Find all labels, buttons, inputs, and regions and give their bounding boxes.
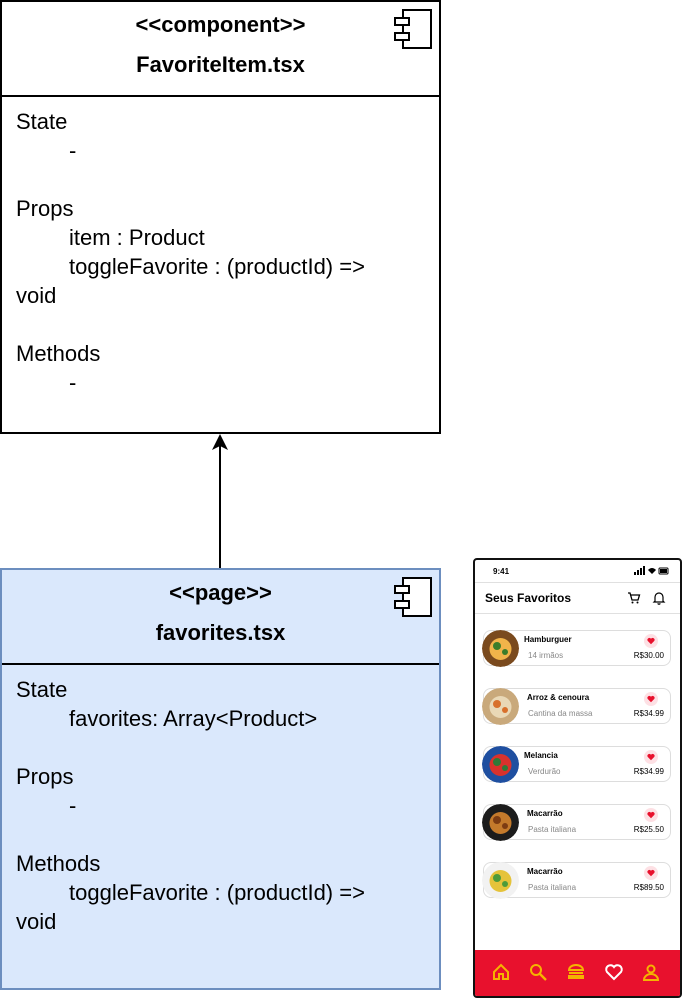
- heart-icon: [647, 869, 655, 877]
- product-price: R$25.50: [633, 825, 664, 834]
- bell-icon[interactable]: [652, 591, 666, 605]
- props-line-3: void: [16, 283, 57, 308]
- phone-header: Seus Favoritos: [475, 582, 680, 614]
- favorite-toggle[interactable]: [644, 634, 658, 648]
- home-icon[interactable]: [491, 962, 511, 982]
- store-name: Pasta italiana: [528, 883, 577, 892]
- product-name: Macarrão: [527, 867, 563, 876]
- product-thumbnail: [482, 804, 519, 841]
- favorites-page-box: <<page>> favorites.tsx State favorites: …: [0, 568, 441, 990]
- state-value: favorites: Array<Product>: [69, 706, 318, 731]
- product-price: R$34.99: [633, 767, 664, 776]
- product-name: Macarrão: [527, 809, 563, 818]
- page-title: Seus Favoritos: [485, 591, 572, 605]
- methods-label: Methods: [16, 851, 101, 876]
- cart-icon[interactable]: [627, 591, 641, 605]
- component-stereotype: <<component>>: [135, 12, 306, 37]
- product-price: R$34.99: [633, 709, 664, 718]
- page-name: favorites.tsx: [155, 620, 286, 645]
- props-line-2: toggleFavorite : (productId) =>: [69, 254, 365, 279]
- favorite-item-component-box: <<component>> FavoriteItem.tsx State - P…: [0, 0, 441, 434]
- store-name: Cantina da massa: [528, 709, 593, 718]
- product-thumbnail: [482, 746, 519, 783]
- props-label: Props: [16, 196, 74, 221]
- props-value: -: [69, 793, 77, 818]
- page-body: State favorites: Array<Product> Props - …: [16, 675, 429, 936]
- favorite-card[interactable]: Hamburguer 14 irmãos R$30.00: [482, 630, 671, 667]
- product-name: Hamburguer: [524, 635, 572, 644]
- state-value: -: [69, 138, 77, 163]
- heart-icon[interactable]: [604, 962, 624, 982]
- product-price: R$89.50: [633, 883, 664, 892]
- component-icon: [394, 577, 432, 617]
- search-icon[interactable]: [528, 962, 548, 982]
- component-icon: [394, 9, 432, 49]
- page-header: <<page>> favorites.tsx: [2, 570, 439, 665]
- page-stereotype: <<page>>: [169, 580, 272, 605]
- props-label: Props: [16, 764, 74, 789]
- status-indicators-icon: [634, 566, 669, 575]
- favorite-toggle[interactable]: [644, 808, 658, 822]
- heart-icon: [647, 811, 655, 819]
- status-bar: 9:41: [475, 560, 680, 582]
- status-time: 9:41: [493, 567, 510, 576]
- favorite-toggle[interactable]: [644, 750, 658, 764]
- state-label: State: [16, 109, 68, 134]
- favorite-toggle[interactable]: [644, 866, 658, 880]
- component-header: <<component>> FavoriteItem.tsx: [2, 2, 439, 97]
- user-icon[interactable]: [641, 962, 661, 982]
- state-label: State: [16, 677, 68, 702]
- store-name: Pasta italiana: [528, 825, 577, 834]
- burger-icon[interactable]: [566, 962, 586, 982]
- methods-line-1: toggleFavorite : (productId) =>: [69, 880, 365, 905]
- product-thumbnail: [482, 630, 519, 667]
- props-line-1: item : Product: [69, 225, 205, 250]
- component-name: FavoriteItem.tsx: [136, 52, 305, 77]
- store-name: Verdurão: [528, 767, 561, 776]
- component-body: State - Props item : Product toggleFavor…: [16, 107, 429, 397]
- bottom-nav: [475, 950, 680, 996]
- product-thumbnail: [482, 688, 519, 725]
- favorite-toggle[interactable]: [644, 692, 658, 706]
- product-name: Melancia: [524, 751, 558, 760]
- store-name: 14 irmãos: [528, 651, 564, 660]
- product-name: Arroz & cenoura: [527, 693, 590, 702]
- heart-icon: [647, 695, 655, 703]
- product-price: R$30.00: [633, 651, 664, 660]
- methods-label: Methods: [16, 341, 101, 366]
- methods-line-2: void: [16, 909, 57, 934]
- product-thumbnail: [482, 862, 519, 899]
- heart-icon: [647, 637, 655, 645]
- heart-icon: [647, 753, 655, 761]
- methods-value: -: [69, 370, 77, 395]
